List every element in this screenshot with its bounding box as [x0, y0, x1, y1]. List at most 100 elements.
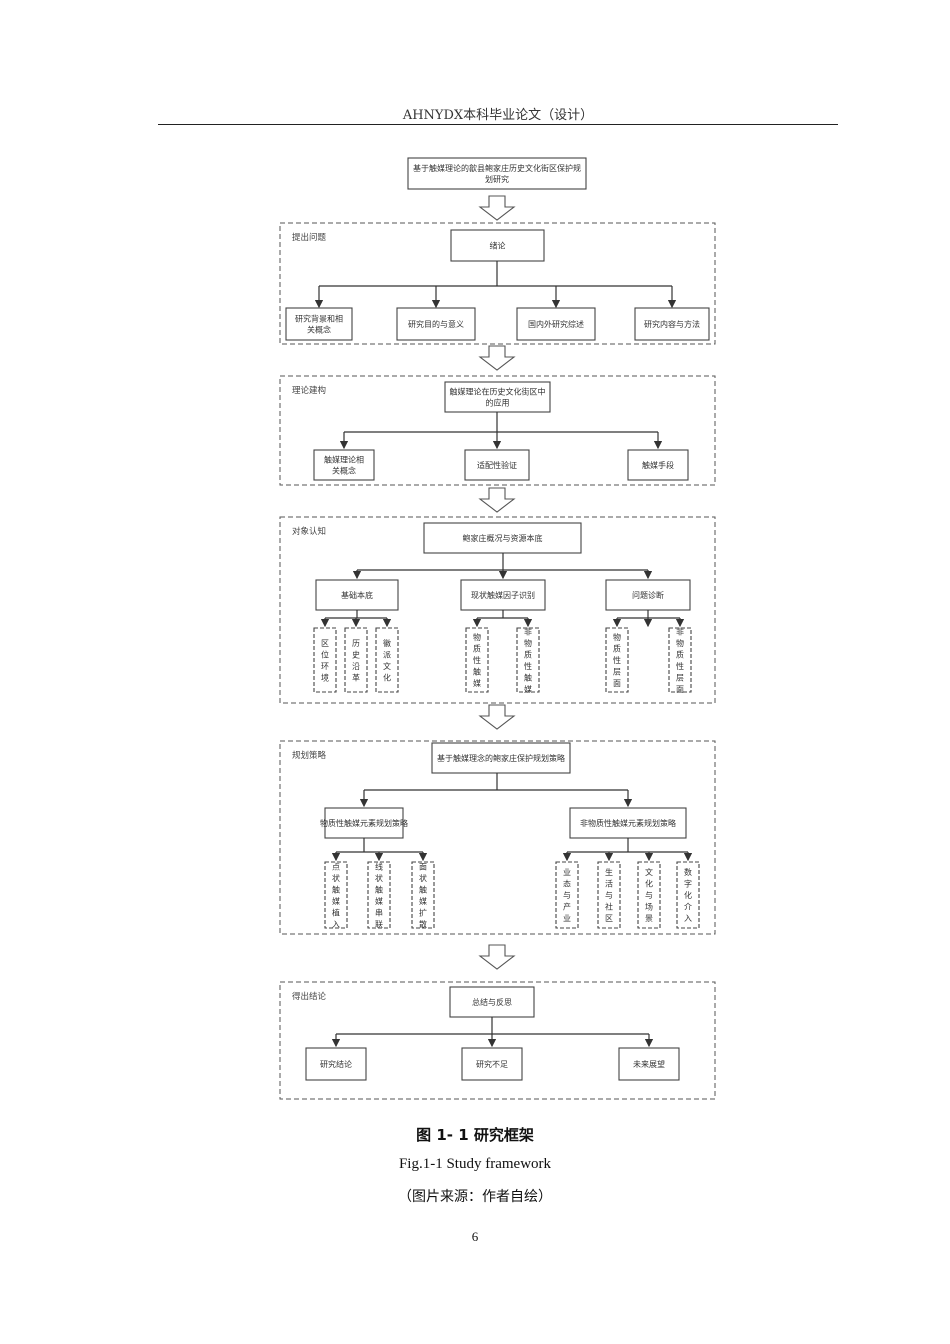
s4-item-box-char: 状	[332, 873, 340, 883]
section-box-s4-label: 规划策略	[292, 750, 327, 761]
s4-group-box-text: 物质性触媒元素规划策略	[320, 818, 408, 828]
s4-item-box-char: 文	[645, 867, 653, 877]
s3-item-box-char: 非	[524, 626, 532, 636]
s1-child-box-text: 研究内容与方法	[644, 319, 700, 329]
figure-caption-en: Fig.1-1 Study framework	[398, 1156, 552, 1172]
s4-item-box	[597, 861, 621, 929]
s4-item-box-char: 业	[563, 913, 571, 923]
s1-child-box	[634, 307, 710, 341]
flow-arrow-3	[478, 487, 516, 513]
s4-item-box-char: 植	[332, 907, 340, 917]
s3-item-box	[668, 627, 692, 693]
s3-item-box-char: 层	[676, 673, 684, 682]
s3-group-box-text: 问题诊断	[632, 590, 664, 600]
s4-item-box-char: 产	[563, 902, 571, 912]
s4-item-box-char: 点	[332, 862, 340, 871]
s4-item-box-char: 与	[563, 891, 571, 900]
s3-item-box-char: 历	[352, 639, 360, 648]
section-box-s3	[279, 516, 716, 704]
s3-item-box-char: 层	[613, 668, 621, 677]
s3-item-box-char: 文	[383, 661, 391, 671]
s3-item-box-char: 物	[524, 638, 532, 648]
section-box-s2	[279, 375, 716, 486]
s3-item-box-char: 物	[676, 638, 684, 648]
main-box-s5	[449, 986, 535, 1018]
s4-item-box-char: 化	[684, 890, 692, 900]
s3-item-box-char: 徽	[383, 638, 391, 648]
s3-item-box-char: 触	[524, 672, 532, 682]
s3-item-box-char: 质	[676, 649, 684, 659]
s4-item-box-char: 媒	[375, 897, 383, 906]
s3-item-box-char: 触	[473, 667, 481, 677]
main-box-s2-text: 的应用	[486, 398, 510, 408]
s4-item-box-char: 扩	[419, 907, 427, 917]
s4-item-box-char: 触	[419, 884, 427, 894]
s4-item-box-char: 串	[375, 908, 383, 917]
main-box-s5-text: 总结与反思	[472, 997, 512, 1007]
s3-item-box	[605, 627, 629, 693]
s2-child-box	[627, 449, 689, 481]
s3-item-box-char: 区	[321, 639, 329, 648]
s4-item-box-char: 活	[605, 879, 613, 889]
s3-group-box-text: 基础本底	[341, 590, 373, 600]
s5-child-box	[305, 1047, 367, 1081]
s3-item-box-char: 性	[524, 661, 532, 671]
s3-item-box-char: 质	[524, 649, 532, 659]
main-box-s1-text: 绪论	[490, 241, 506, 251]
s1-child-box-text: 关概念	[307, 325, 331, 335]
s3-item-box	[344, 627, 368, 693]
s4-item-box-char: 景	[645, 914, 653, 923]
s3-item-box-char: 媒	[473, 679, 481, 688]
main-box-s3-text: 鲍家庄概况与资源本底	[463, 533, 543, 543]
s3-item-box-char: 性	[473, 655, 481, 665]
s3-item-box-char: 质	[613, 644, 621, 654]
s2-child-box	[464, 449, 530, 481]
s4-item-box-char: 化	[645, 879, 653, 889]
s4-group-box	[324, 807, 404, 839]
s4-item-box	[637, 861, 661, 929]
s1-child-box	[516, 307, 596, 341]
flow-arrow-2	[478, 345, 516, 371]
s3-item-box-char: 性	[613, 655, 621, 665]
s3-item-box-char: 物	[613, 632, 621, 642]
page-header: AHNYDX本科毕业论文（设计）	[402, 108, 594, 123]
top-title-box-text: 基于触媒理论的歙县鲍家庄历史文化街区保护规	[413, 163, 581, 173]
header-rule	[158, 124, 838, 125]
s3-item-box-char: 位	[321, 649, 329, 659]
s4-item-box-char: 媒	[419, 897, 427, 906]
s5-child-box	[461, 1047, 523, 1081]
s4-item-box	[555, 861, 579, 929]
figure-caption-zh: 图 1- 1 研究框架	[416, 1126, 534, 1144]
s3-item-box	[313, 627, 337, 693]
s1-child-box	[396, 307, 476, 341]
s3-item-box-char: 性	[676, 661, 684, 671]
s3-item-box	[516, 627, 540, 693]
section-box-s1-label: 提出问题	[292, 232, 327, 243]
s4-item-box-char: 入	[684, 914, 692, 923]
s4-item-box-char: 触	[375, 884, 383, 894]
s1-child-box-text: 研究背景和相	[295, 314, 343, 324]
s4-item-box	[676, 861, 700, 929]
flow-arrow-4	[478, 704, 516, 730]
s4-item-box-char: 场	[645, 903, 653, 912]
s3-item-box	[465, 627, 489, 693]
flow-arrow-5	[478, 944, 516, 970]
s4-item-box-char: 入	[332, 920, 340, 929]
s4-group-box-text: 非物质性触媒元素规划策略	[580, 818, 676, 828]
main-box-s2	[444, 381, 551, 413]
s3-item-box	[375, 627, 399, 693]
s4-item-box-char: 联	[375, 920, 383, 929]
top-title-box	[407, 157, 587, 190]
s5-child-box-text: 研究结论	[320, 1059, 352, 1069]
s3-item-box-char: 史	[352, 649, 360, 659]
s4-item-box-char: 态	[563, 879, 571, 889]
s4-item-box-char: 生	[605, 867, 613, 877]
s2-child-box-text: 关概念	[332, 466, 356, 476]
s4-group-box	[569, 807, 687, 839]
s3-item-box-char: 沿	[352, 662, 360, 671]
s2-child-box	[313, 449, 375, 481]
s4-item-box-char: 社	[605, 902, 613, 912]
s4-item-box-char: 业	[563, 867, 571, 877]
s4-item-box-char: 与	[605, 891, 613, 900]
